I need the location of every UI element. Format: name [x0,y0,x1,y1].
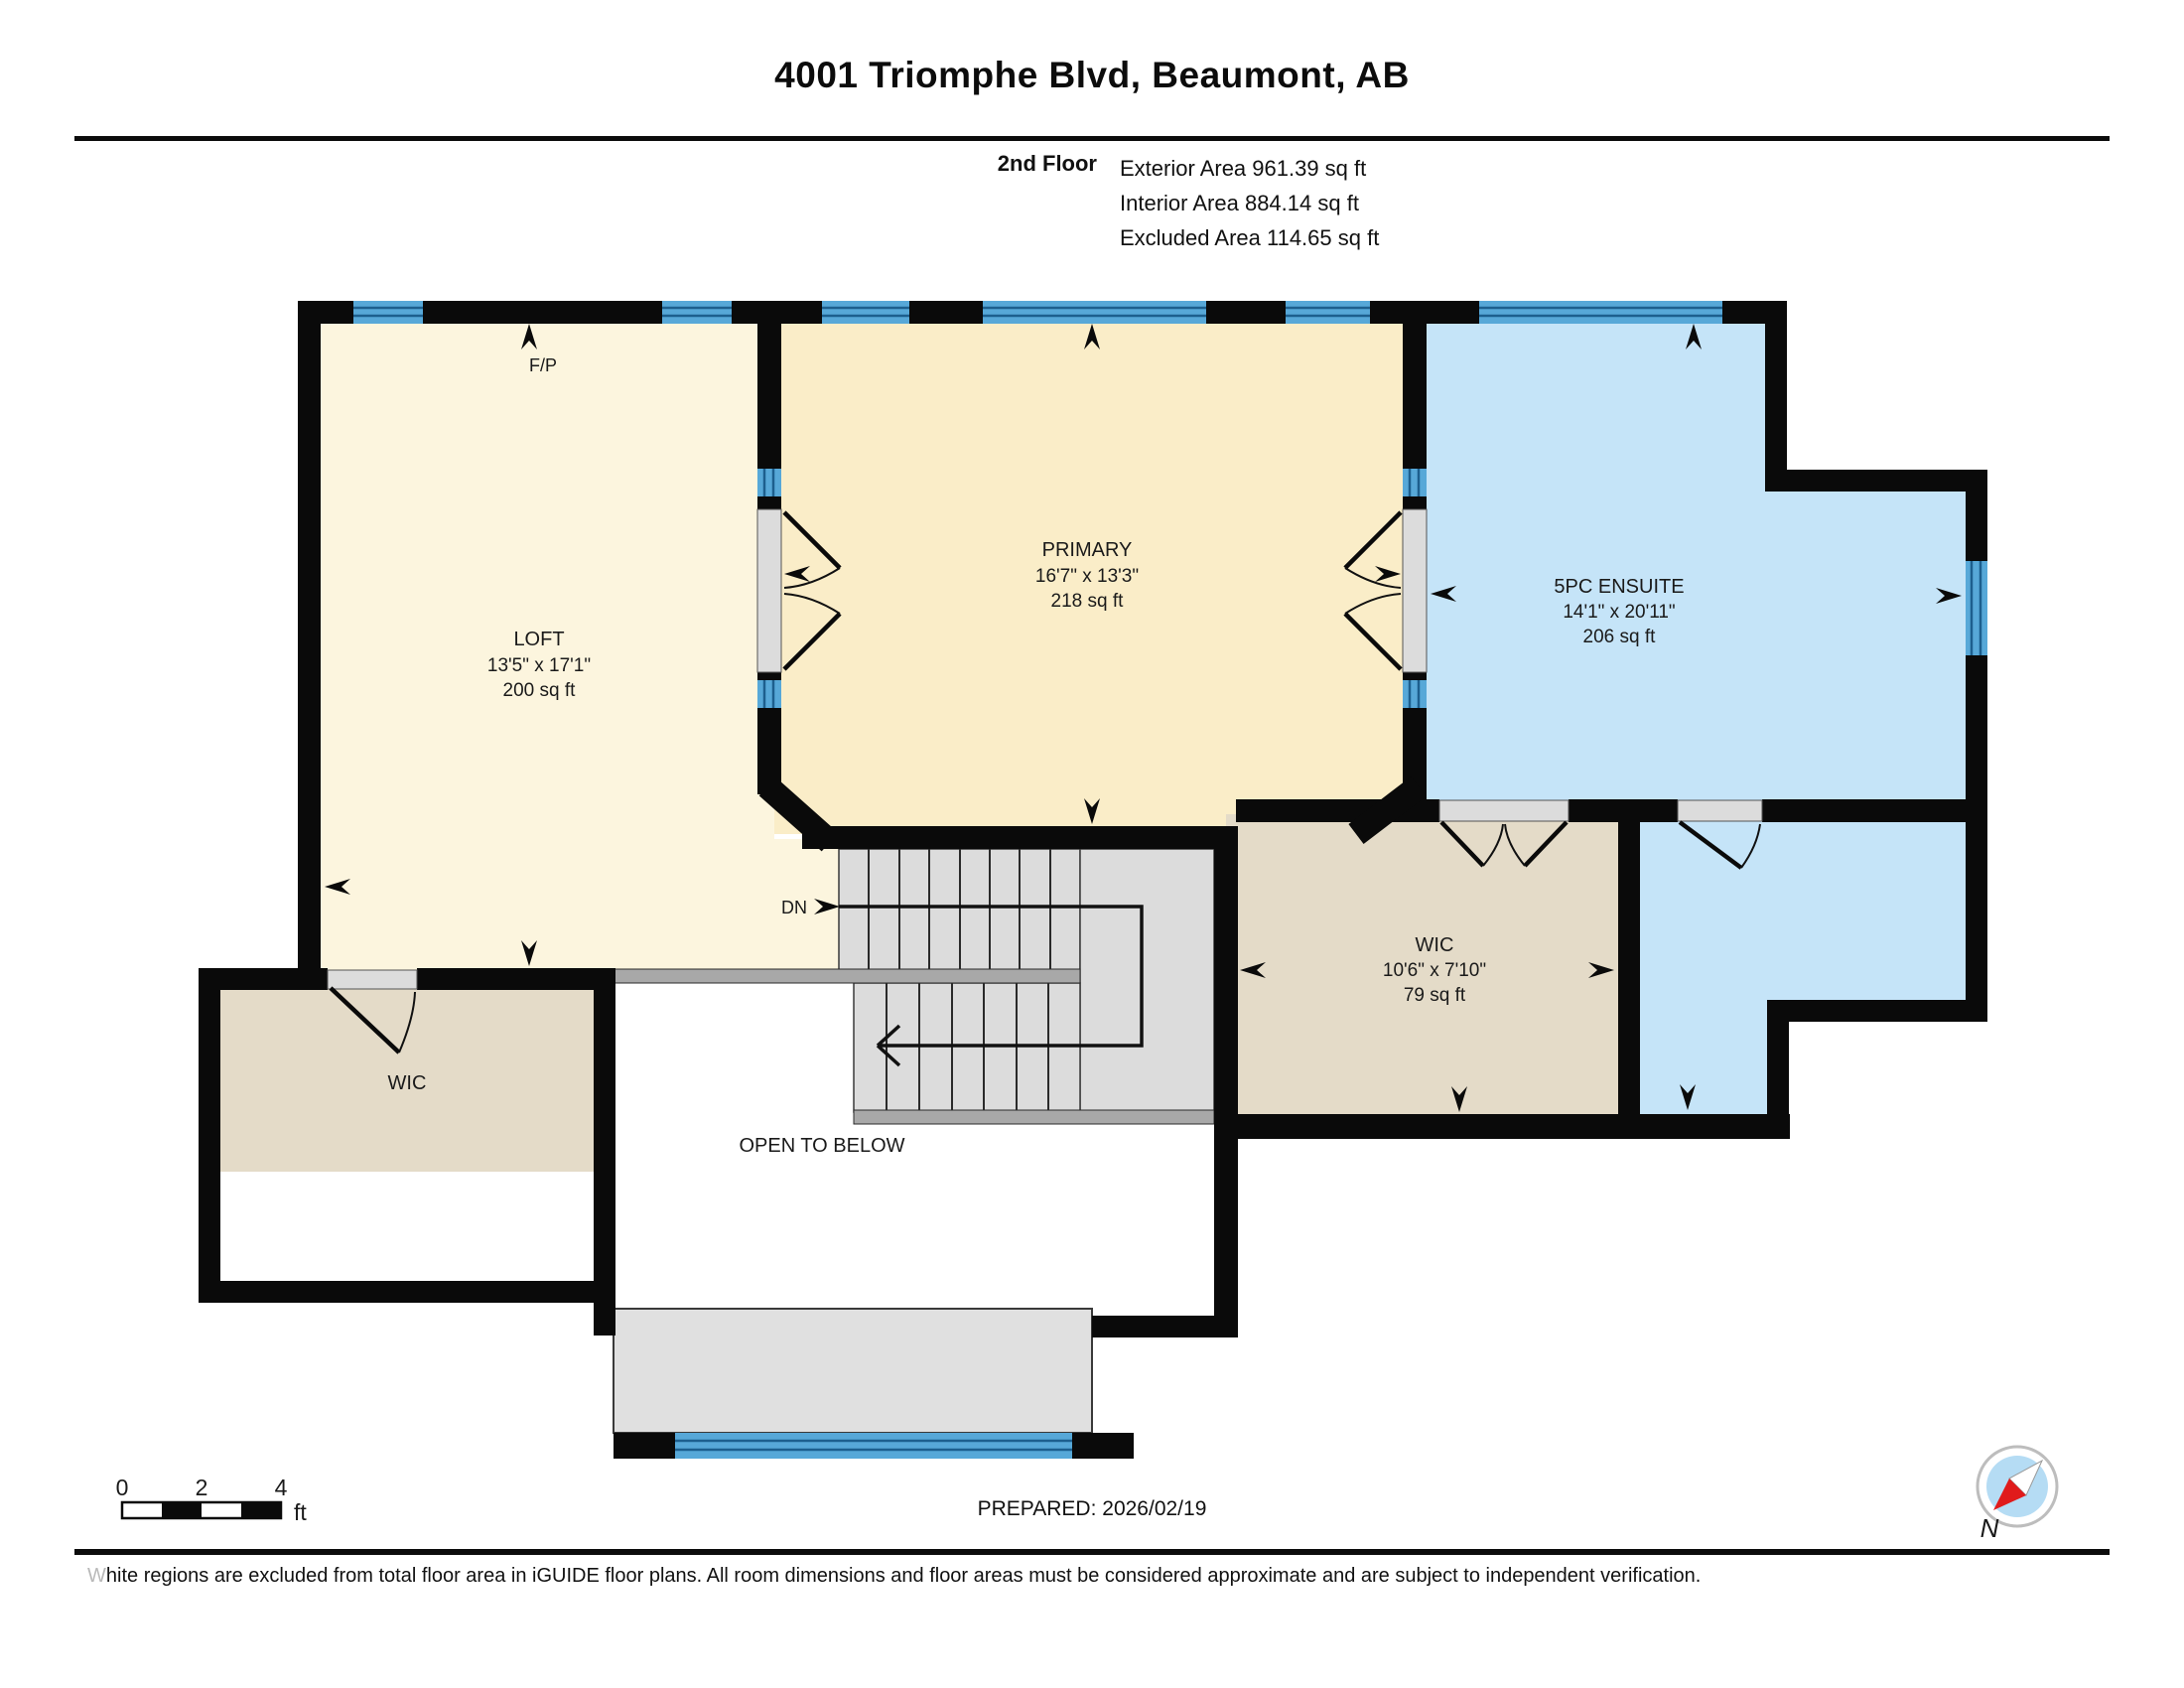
down-label: DN [781,898,807,917]
loft-area: 200 sq ft [503,680,577,701]
diagonal-walls [758,776,1427,852]
excluded-area: Excluded Area 114.65 sq ft [1120,225,1380,250]
footer-divider [74,1549,2110,1555]
window [757,680,781,708]
scale-unit: ft [294,1499,307,1525]
door-swings [329,510,1761,1055]
window [1479,301,1722,324]
window [1403,680,1427,708]
ensuite-dims: 14'1" x 20'11" [1563,602,1675,623]
room-labels: LOFT 13'5" x 17'1" 200 sq ft PRIMARY 16'… [388,355,1685,1157]
room-fills [208,313,1976,1172]
arrow-right-icon [1375,566,1401,582]
open-below-label: OPEN TO BELOW [739,1135,904,1157]
loft-dims: 13'5" x 17'1" [487,655,591,676]
stair-direction-line [839,905,1144,1067]
staircase [612,848,1215,1125]
scale-4: 4 [275,1475,288,1500]
arrow-up-icon [1686,324,1702,350]
wic-dims: 10'6" x 7'10" [1383,960,1486,981]
dimension-arrows [325,324,1962,1112]
french-door-right [1343,510,1403,671]
room-wic-lower [208,978,606,1172]
primary-area: 218 sq ft [1051,591,1125,612]
windows [353,301,1987,1459]
ensuite-area: 206 sq ft [1583,627,1657,647]
compass-icon: N [1976,1445,2059,1543]
ensuite-name: 5PC ENSUITE [1554,576,1684,598]
floor-edge-strip-lower [853,1109,1215,1125]
door-water-closet [1678,820,1743,870]
stair-landing [1079,848,1215,1113]
wic-lower-name: WIC [388,1072,427,1094]
arrow-right-icon [1588,962,1614,978]
window [1966,561,1987,655]
window [757,469,781,496]
room-wic-right [1226,814,1623,1122]
arrow-down-icon [1451,1086,1467,1112]
exterior-area: Exterior Area 961.39 sq ft [1120,156,1367,181]
arrow-left-icon [784,566,810,582]
compass-north-label: N [1980,1513,1999,1543]
french-door-left [782,510,842,671]
window [1286,301,1370,324]
loft-name: LOFT [513,629,564,650]
room-ensuite-upper [1420,313,1777,492]
disclaimer-text: White regions are excluded from total fl… [87,1565,1702,1587]
window [822,301,909,324]
stair-lower-flight [853,982,1081,1113]
double-door-wic [1439,820,1569,868]
room-primary [774,313,1420,834]
window [983,301,1206,324]
arrow-left-icon [1431,586,1456,602]
scale-bar: 0 2 4 ft [116,1475,308,1525]
window [353,301,423,324]
fireplace-label: F/P [529,355,557,375]
wic-area: 79 sq ft [1404,985,1466,1006]
scale-2: 2 [196,1475,208,1500]
arrow-down-icon [521,940,537,966]
page-title: 4001 Triomphe Blvd, Beaumont, AB [774,55,1410,95]
scale-0: 0 [116,1475,129,1500]
arrow-left-icon [325,879,350,895]
floor-label: 2nd Floor [997,151,1097,176]
floor-areas: Exterior Area 961.39 sq ft Interior Area… [1120,151,1379,255]
floor-edge-strip-upper [612,968,1081,984]
arrow-right-icon [814,899,840,914]
arrow-left-icon [1240,962,1266,978]
door-openings [327,508,1763,990]
prepared-date: PREPARED: 2026/02/19 [977,1497,1207,1520]
primary-name: PRIMARY [1042,539,1133,561]
wic-name: WIC [1416,934,1454,956]
window [675,1433,1072,1459]
interior-area: Interior Area 884.14 sq ft [1120,191,1359,215]
stair-treads [868,849,1051,1112]
arrow-up-icon [1084,324,1100,350]
window [1403,469,1427,496]
primary-dims: 16'7" x 13'3" [1035,566,1139,587]
window [662,301,732,324]
arrow-up-icon [521,324,537,350]
arrow-right-icon [1936,588,1962,604]
room-water-closet-narrow [1633,814,1777,1122]
ledge [613,1308,1093,1434]
arrow-down-icon [1084,798,1100,824]
header-divider [74,136,2110,141]
arrow-down-icon [1680,1084,1696,1110]
room-ensuite-main [1420,477,1976,814]
loft-walkway [606,839,844,978]
door-wic-lower [329,986,401,1055]
